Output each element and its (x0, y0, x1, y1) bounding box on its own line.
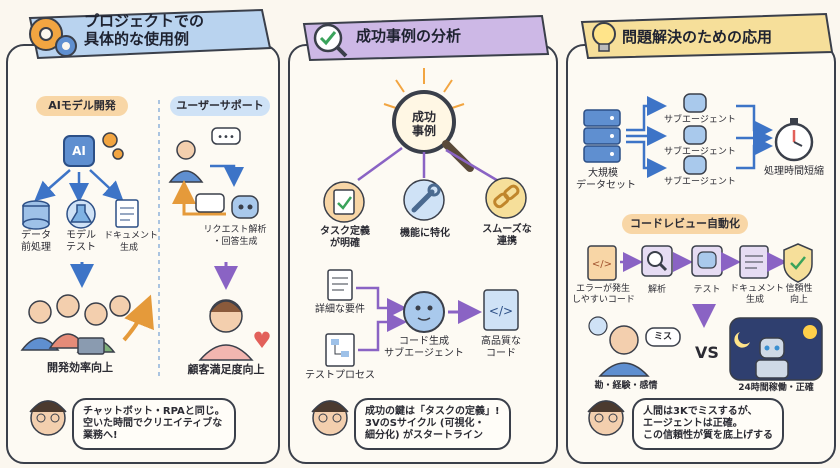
link-chain-icon (485, 177, 527, 219)
result-customer-satisfaction: 顧客満足度向上 (187, 363, 265, 376)
lightbulb-icon (592, 22, 616, 52)
review-step-test: テスト (693, 285, 721, 295)
input-detailed-requirements: 詳細な要件 (315, 304, 365, 315)
banner-title-line2: 具体的な使用例 (84, 30, 190, 48)
confused-human-illustration (588, 316, 650, 377)
result-processing-time: 処理時間短縮 (764, 166, 824, 177)
banner-title-line1: プロジェクトでの (84, 12, 205, 30)
robot-icon (231, 195, 259, 219)
database-icon (22, 200, 50, 230)
speech-bubble-1: チャットボット・RPAと同じ。 空いた時間でクリエイティブな 業務へ! (72, 398, 236, 450)
subagent-label-1: サブエージェント (664, 115, 736, 125)
magnifier-icon (383, 68, 474, 172)
avatar (587, 400, 625, 436)
clipboard-check-icon (323, 181, 365, 223)
review-step-analysis: 解析 (647, 285, 666, 295)
review-step-docs: ドキュメント 生成 (730, 284, 785, 305)
doc-icon (739, 245, 769, 279)
review-step-reliability: 信頼性 向上 (785, 284, 813, 305)
test-robot-icon (691, 245, 723, 277)
analysis-magnifier-icon (641, 245, 673, 277)
request-analysis-label: リクエスト解析 ・回答生成 (203, 225, 267, 247)
factor-task-definition: タスク定義 が明確 (320, 226, 370, 249)
error-code-file-icon: </> (587, 245, 617, 281)
mistake-label: ミス (653, 332, 672, 342)
svg-text:</>: </> (592, 259, 612, 270)
factor-smooth-integration: スムーズな 連携 (482, 224, 532, 247)
result-dev-efficiency: 開発効率向上 (47, 361, 113, 374)
svg-text:</>: </> (489, 304, 513, 318)
dataset-label: 大規模 データセット (576, 168, 636, 191)
vs-label: VS (695, 343, 719, 362)
review-step-error-code: エラーが発生 しやすいコード (572, 284, 635, 305)
output-quality-code: 高品質な コード (481, 336, 521, 359)
gear-icon (29, 17, 77, 57)
flask-icon (66, 199, 96, 229)
team-illustration (20, 294, 154, 355)
input-test-process: テストプロセス (305, 370, 375, 381)
happy-customer-illustration (198, 299, 270, 361)
code-gen-subagent-label: コード生成 サブエージェント (384, 336, 464, 359)
avatar (29, 400, 67, 436)
stopwatch-icon (774, 118, 814, 162)
shield-check-icon (783, 243, 813, 283)
subagent-label-3: サブエージェント (664, 177, 736, 187)
step-model-test: モデル テスト (66, 230, 96, 253)
section-ai-model: AIモデル開発 (36, 96, 128, 116)
robot-traits-label: 24時間稼働・正確 (738, 383, 814, 393)
magnifier-label: 成功 事例 (411, 110, 436, 138)
server-stack-icon (583, 109, 621, 163)
factor-specialized: 機能に特化 (400, 228, 450, 239)
code-file-icon: </> (483, 289, 519, 331)
section-user-support: ユーザーサポート (170, 96, 270, 116)
document-icon (115, 199, 139, 228)
svg-text:•••: ••• (217, 132, 235, 143)
flowchart-icon (325, 333, 355, 367)
speech-bubble-2: 成功の鍵は「タスクの定義」! 3VのSサイクル (可視化・ 細分化) がスタート… (354, 398, 511, 450)
chat-bubbles-icon: ••• (168, 127, 241, 183)
subagent-robot-icon (683, 93, 707, 175)
subagent-label-2: サブエージェント (664, 147, 736, 157)
night-robot-illustration (729, 317, 823, 381)
banner-title: 成功事例の分析 (356, 27, 462, 45)
mistake-bubble (645, 327, 681, 347)
step-doc-generate: ドキュメント 生成 (104, 231, 159, 253)
banner-title: 問題解決のための応用 (622, 28, 773, 46)
subagent-gear-icon (403, 291, 445, 333)
avatar (311, 400, 349, 436)
speech-bubble-3: 人間は3Kでミスするが、 エージェントは正確。 この信頼性が質を底上げする (632, 398, 784, 450)
magnifier-check-icon (313, 23, 348, 58)
requirements-document-icon (327, 269, 353, 301)
human-traits-label: 勘・経験・感情 (594, 381, 658, 391)
step-data-preprocess: データ 前処理 (21, 230, 51, 253)
section-code-review: コードレビュー自動化 (622, 214, 748, 234)
wrench-icon (403, 179, 445, 221)
ai-chip-label: AI (72, 144, 86, 158)
